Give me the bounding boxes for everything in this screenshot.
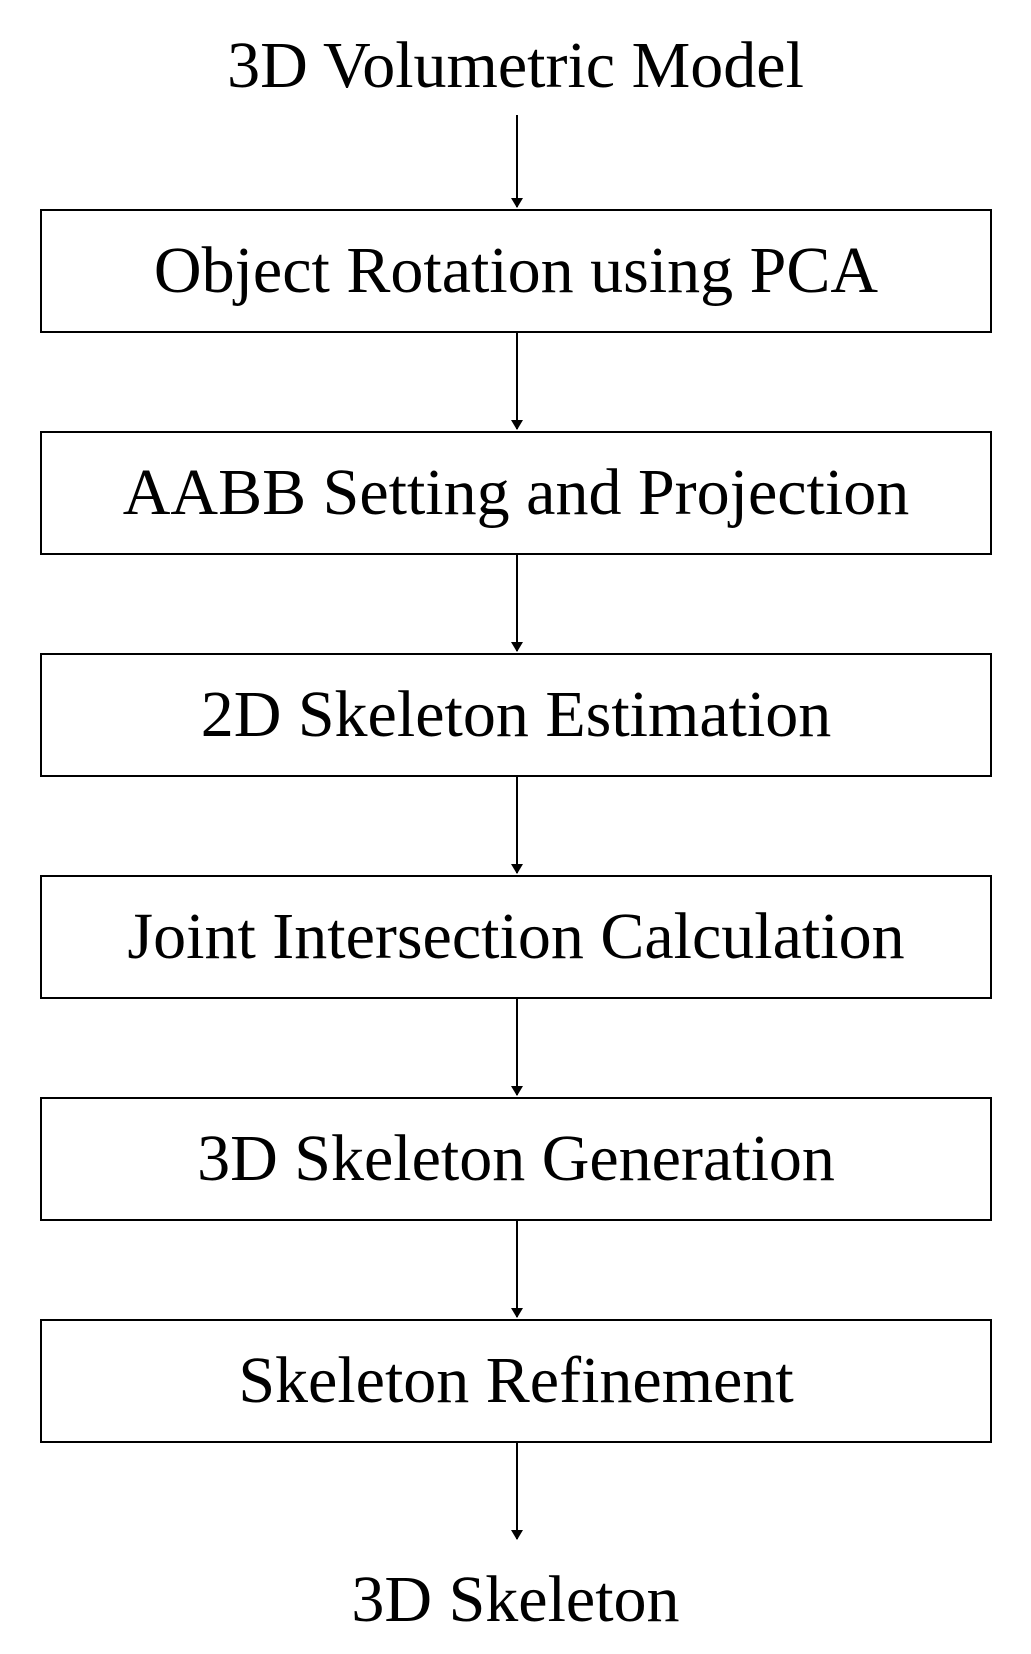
step-box-2d-skeleton-estimation: 2D Skeleton Estimation xyxy=(40,653,992,777)
end-node-label: 3D Skeleton xyxy=(351,1563,680,1636)
step-box-skeleton-refinement: Skeleton Refinement xyxy=(40,1319,992,1443)
step-box-joint-intersection: Joint Intersection Calculation xyxy=(40,875,992,999)
step-box-aabb-setting: AABB Setting and Projection xyxy=(40,431,992,555)
step-label: 2D Skeleton Estimation xyxy=(200,678,832,751)
step-label: 3D Skeleton Generation xyxy=(197,1122,835,1195)
step-label: Skeleton Refinement xyxy=(238,1344,794,1417)
step-box-object-rotation: Object Rotation using PCA xyxy=(40,209,992,333)
step-label: AABB Setting and Projection xyxy=(122,456,910,529)
step-label: Object Rotation using PCA xyxy=(153,234,879,307)
start-node-label: 3D Volumetric Model xyxy=(227,29,804,102)
step-box-3d-skeleton-generation: 3D Skeleton Generation xyxy=(40,1097,992,1221)
step-label: Joint Intersection Calculation xyxy=(127,900,905,973)
